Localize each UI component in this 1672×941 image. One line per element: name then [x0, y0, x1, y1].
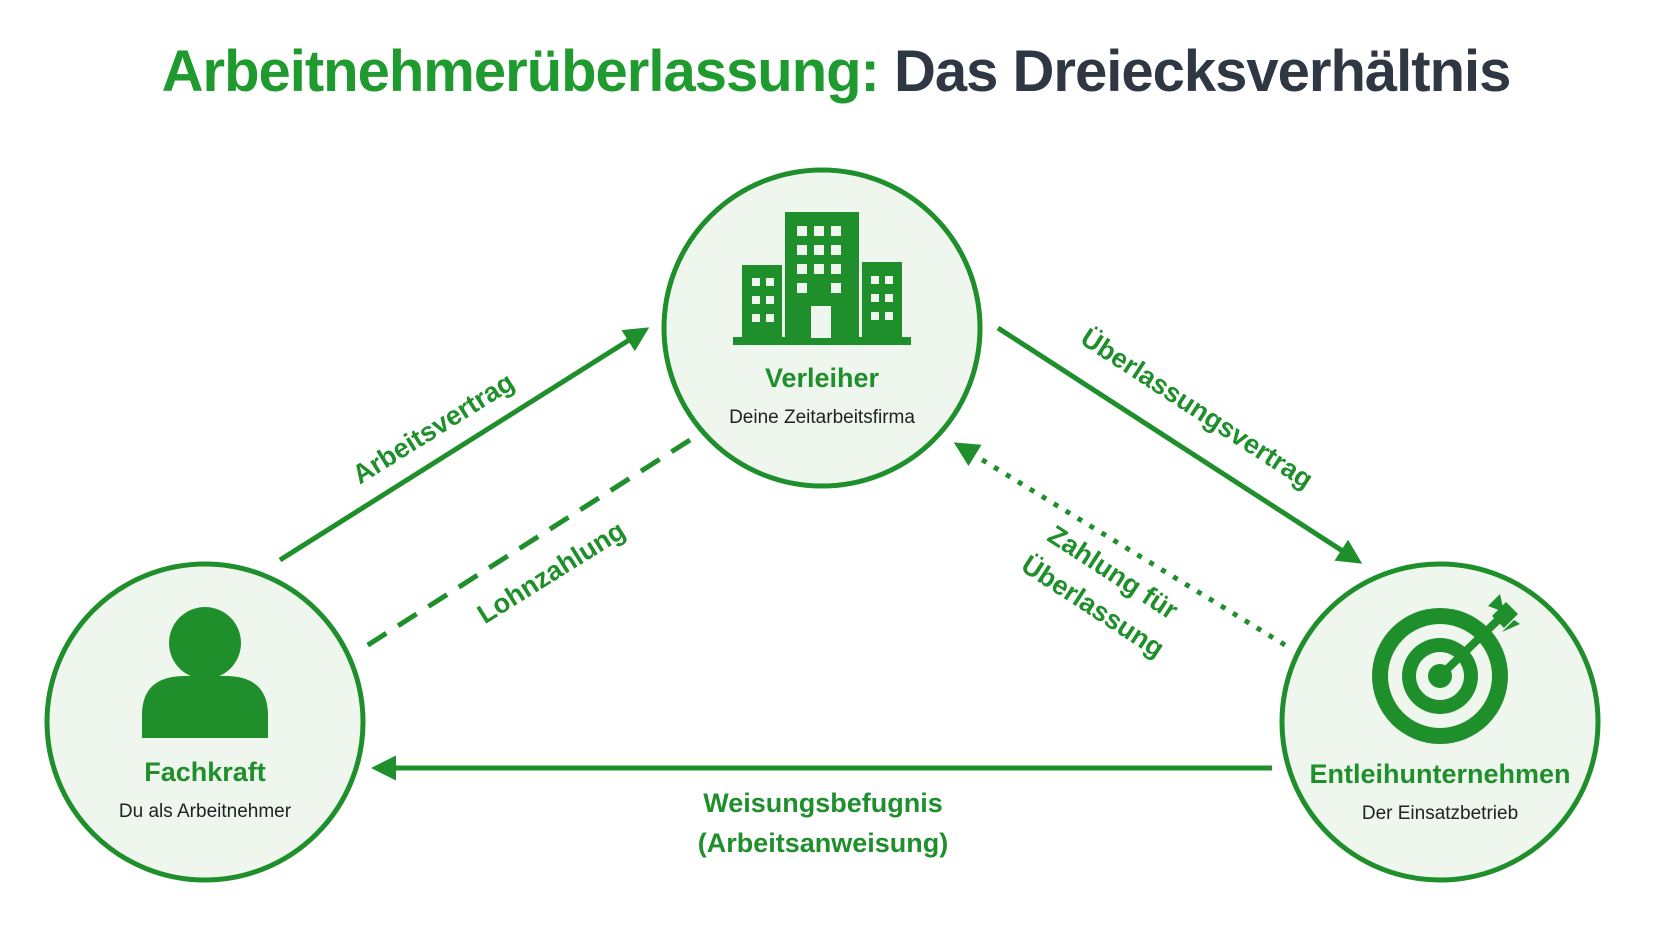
node-fachkraft: Fachkraft Du als Arbeitnehmer: [44, 561, 366, 883]
label-lohnzahlung: Lohnzahlung: [472, 515, 630, 629]
person-icon: [142, 607, 268, 738]
verleiher-subtitle: Deine Zeitarbeitsfirma: [729, 407, 915, 428]
fachkraft-subtitle: Du als Arbeitnehmer: [119, 801, 292, 822]
page-title: Arbeitnehmerüberlassung: Das Dreiecksver…: [0, 38, 1672, 105]
node-entleiher: Entleihunternehmen Der Einsatzbetrieb: [1279, 561, 1601, 883]
lohnzahlung-line: [358, 437, 692, 653]
node-verleiher: Verleiher Deine Zeitarbeitsfirma: [661, 167, 983, 489]
title-part1: Arbeitnehmerüberlassung:: [161, 39, 880, 104]
target-icon: [1372, 594, 1520, 744]
verleiher-title: Verleiher: [765, 363, 880, 393]
fachkraft-title: Fachkraft: [144, 757, 266, 787]
ueberlassungsvertrag-arrow: [996, 325, 1363, 564]
entleiher-subtitle: Der Einsatzbetrieb: [1362, 803, 1518, 824]
label-weisung-line2: (Arbeitsanweisung): [698, 828, 949, 858]
label-weisung-line1: Weisungsbefugnis: [703, 788, 943, 818]
title-part2: Das Dreiecksverhältnis: [894, 39, 1511, 104]
arbeitsvertrag-arrow: [278, 327, 650, 563]
entleiher-title: Entleihunternehmen: [1309, 759, 1570, 789]
building-icon: [733, 212, 911, 345]
label-ueberlassungsvertrag: Überlassungsvertrag: [1075, 322, 1318, 494]
